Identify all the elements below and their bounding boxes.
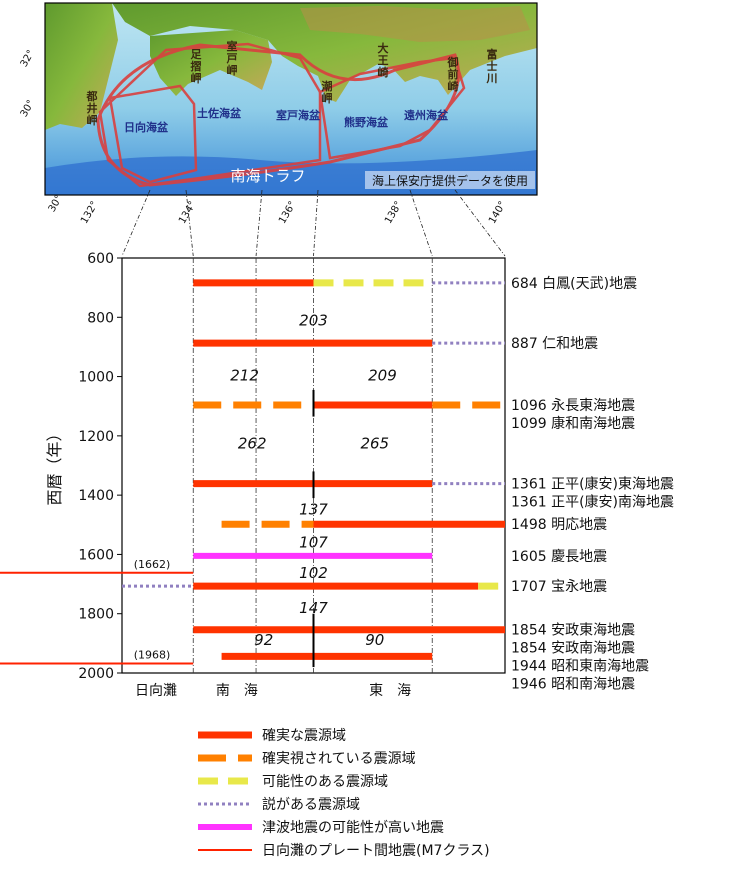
- region-label: 東 海: [369, 683, 411, 699]
- recurrence-interval-label: 137: [299, 500, 328, 518]
- earthquake-timeline-chart: 600 800 1000 1200 1400 1600 1800 2000 西暦（年） 日向灘 南 …: [0, 189, 674, 699]
- map-credit: 海上保安庁提供データを使用: [372, 173, 528, 188]
- map-connector-line: [255, 189, 263, 257]
- map-place-label-char: 前: [448, 67, 459, 81]
- chart-legend: 確実な震源域確実視されている震源域可能性のある震源域説がある震源域津波地震の可能…: [198, 728, 490, 859]
- map-land-kyushu: [45, 3, 118, 130]
- hyuga-event-label: (1968): [134, 649, 171, 662]
- y-tick-label: 1200: [78, 429, 114, 445]
- map-place-label-char: 王: [378, 54, 389, 67]
- recurrence-interval-label: 209: [368, 367, 397, 385]
- map-place-label-char: 戸: [227, 52, 238, 65]
- map-place-label-char: 士: [487, 59, 498, 73]
- map-frame: [44, 2, 538, 196]
- map-basin-label: 熊野海盆: [344, 115, 389, 129]
- recurrence-interval-label: 107: [299, 534, 328, 552]
- earthquake-label: 1944 昭和東南海地震: [511, 659, 649, 675]
- recurrence-interval-label: 147: [299, 599, 328, 617]
- y-tick-label: 600: [87, 251, 114, 267]
- map-place-label-char: 崎: [378, 65, 389, 79]
- legend-label: 確実な震源域: [262, 728, 346, 744]
- outer-zone-outline: [96, 43, 460, 187]
- earthquake-label: 1498 明応地震: [511, 517, 607, 533]
- map-place-label-char: 潮: [322, 79, 333, 93]
- recurrence-interval-label: 265: [360, 434, 389, 452]
- map-latitude-label: 30°: [19, 98, 37, 119]
- y-axis-label: 西暦（年）: [45, 425, 64, 505]
- tokai-zone-outline: [318, 56, 466, 160]
- earthquake-label: 1707 宝永地震: [511, 579, 607, 595]
- earthquake-label: 1946 昭和南海地震: [511, 677, 635, 693]
- earthquake-label: 684 白鳳(天武)地震: [511, 276, 637, 292]
- map-place-label-char: 足: [191, 48, 203, 61]
- map-connector-line: [185, 189, 194, 257]
- recurrence-interval-label: 262: [238, 434, 267, 452]
- y-tick-label: 1800: [78, 607, 114, 623]
- map-place-label-char: 井: [87, 101, 98, 115]
- legend-label: 確実視されている震源域: [262, 751, 416, 767]
- map-latitude-label: 32°: [19, 48, 37, 69]
- map-place-label-char: 岬: [227, 63, 238, 77]
- map-basin-label: 日向海盆: [124, 120, 169, 134]
- source-zone-outlines: [96, 42, 466, 188]
- map-connector-line: [313, 189, 319, 257]
- hyuga-event-label: (1662): [134, 558, 171, 571]
- recurrence-interval-label: 102: [299, 564, 328, 582]
- region-label: 南 海: [216, 683, 258, 699]
- map-basin-label: 室戸海盆: [276, 108, 321, 122]
- earthquake-label: 1361 正平(康安)南海地震: [511, 494, 674, 511]
- y-tick-label: 1600: [78, 547, 114, 563]
- map-place-label-char: 富: [487, 47, 498, 61]
- map-basin-label: 遠州海盆: [404, 108, 449, 122]
- map-longitude-label: 140°: [487, 200, 509, 226]
- map-mountain-shading: [300, 6, 530, 42]
- map-connector-line: [454, 189, 506, 257]
- legend-label: 可能性のある震源域: [262, 774, 388, 790]
- earthquake-label: 1854 安政南海地震: [511, 641, 635, 657]
- recurrence-interval-label: 92: [254, 631, 273, 649]
- map-place-label-char: 室: [227, 39, 238, 53]
- y-tick-label: 800: [87, 310, 114, 326]
- map-longitude-label: 134°: [177, 200, 199, 226]
- map-place-label-char: 摺: [191, 59, 202, 73]
- map-land-shikoku: [150, 30, 272, 96]
- map-place-label-char: 岬: [87, 113, 98, 127]
- map-place-label-char: 崎: [448, 79, 459, 93]
- map-latitude-label: 30°: [47, 193, 65, 214]
- map-place-label-char: 岬: [191, 71, 202, 85]
- y-tick-label: 1400: [78, 488, 114, 504]
- hyuga-zone-outline: [108, 84, 198, 184]
- earthquake-label: 887 仁和地震: [511, 336, 598, 352]
- legend-label: 津波地震の可能性が高い地震: [262, 819, 444, 836]
- map-connector-line: [121, 189, 151, 257]
- map-place-label-char: 都: [86, 89, 98, 103]
- map-place-label-char: 御: [447, 55, 459, 69]
- y-tick-label: 1000: [78, 370, 114, 386]
- earthquake-label: 1361 正平(康安)東海地震: [511, 476, 674, 493]
- map-basin-label: 土佐海盆: [197, 106, 242, 120]
- recurrence-interval-label: 203: [299, 311, 328, 329]
- recurrence-interval-label: 212: [230, 367, 259, 385]
- map-trough-label: 南海トラフ: [230, 167, 305, 185]
- earthquake-label: 1854 安政東海地震: [511, 623, 635, 639]
- earthquake-label: 1605 慶長地震: [511, 549, 607, 565]
- map-place-label-char: 川: [486, 72, 498, 85]
- legend-label: 日向灘のプレート間地震(M7クラス): [262, 843, 490, 859]
- map-place-label-char: 岬: [322, 91, 333, 105]
- legend-label: 説がある震源域: [262, 797, 360, 813]
- earthquake-label: 1099 康和南海地震: [511, 415, 635, 432]
- region-label: 日向灘: [135, 683, 177, 699]
- y-tick-label: 2000: [78, 666, 114, 682]
- map-longitude-label: 136°: [277, 200, 299, 226]
- map-connector-line: [409, 189, 433, 257]
- map-longitude-label: 132°: [79, 200, 101, 226]
- map-credit-bg: [365, 171, 535, 189]
- recurrence-interval-label: 90: [365, 631, 384, 649]
- map-place-label-char: 大: [378, 41, 389, 55]
- earthquake-label: 1096 永長東海地震: [511, 398, 635, 414]
- map-longitude-label: 138°: [383, 200, 405, 226]
